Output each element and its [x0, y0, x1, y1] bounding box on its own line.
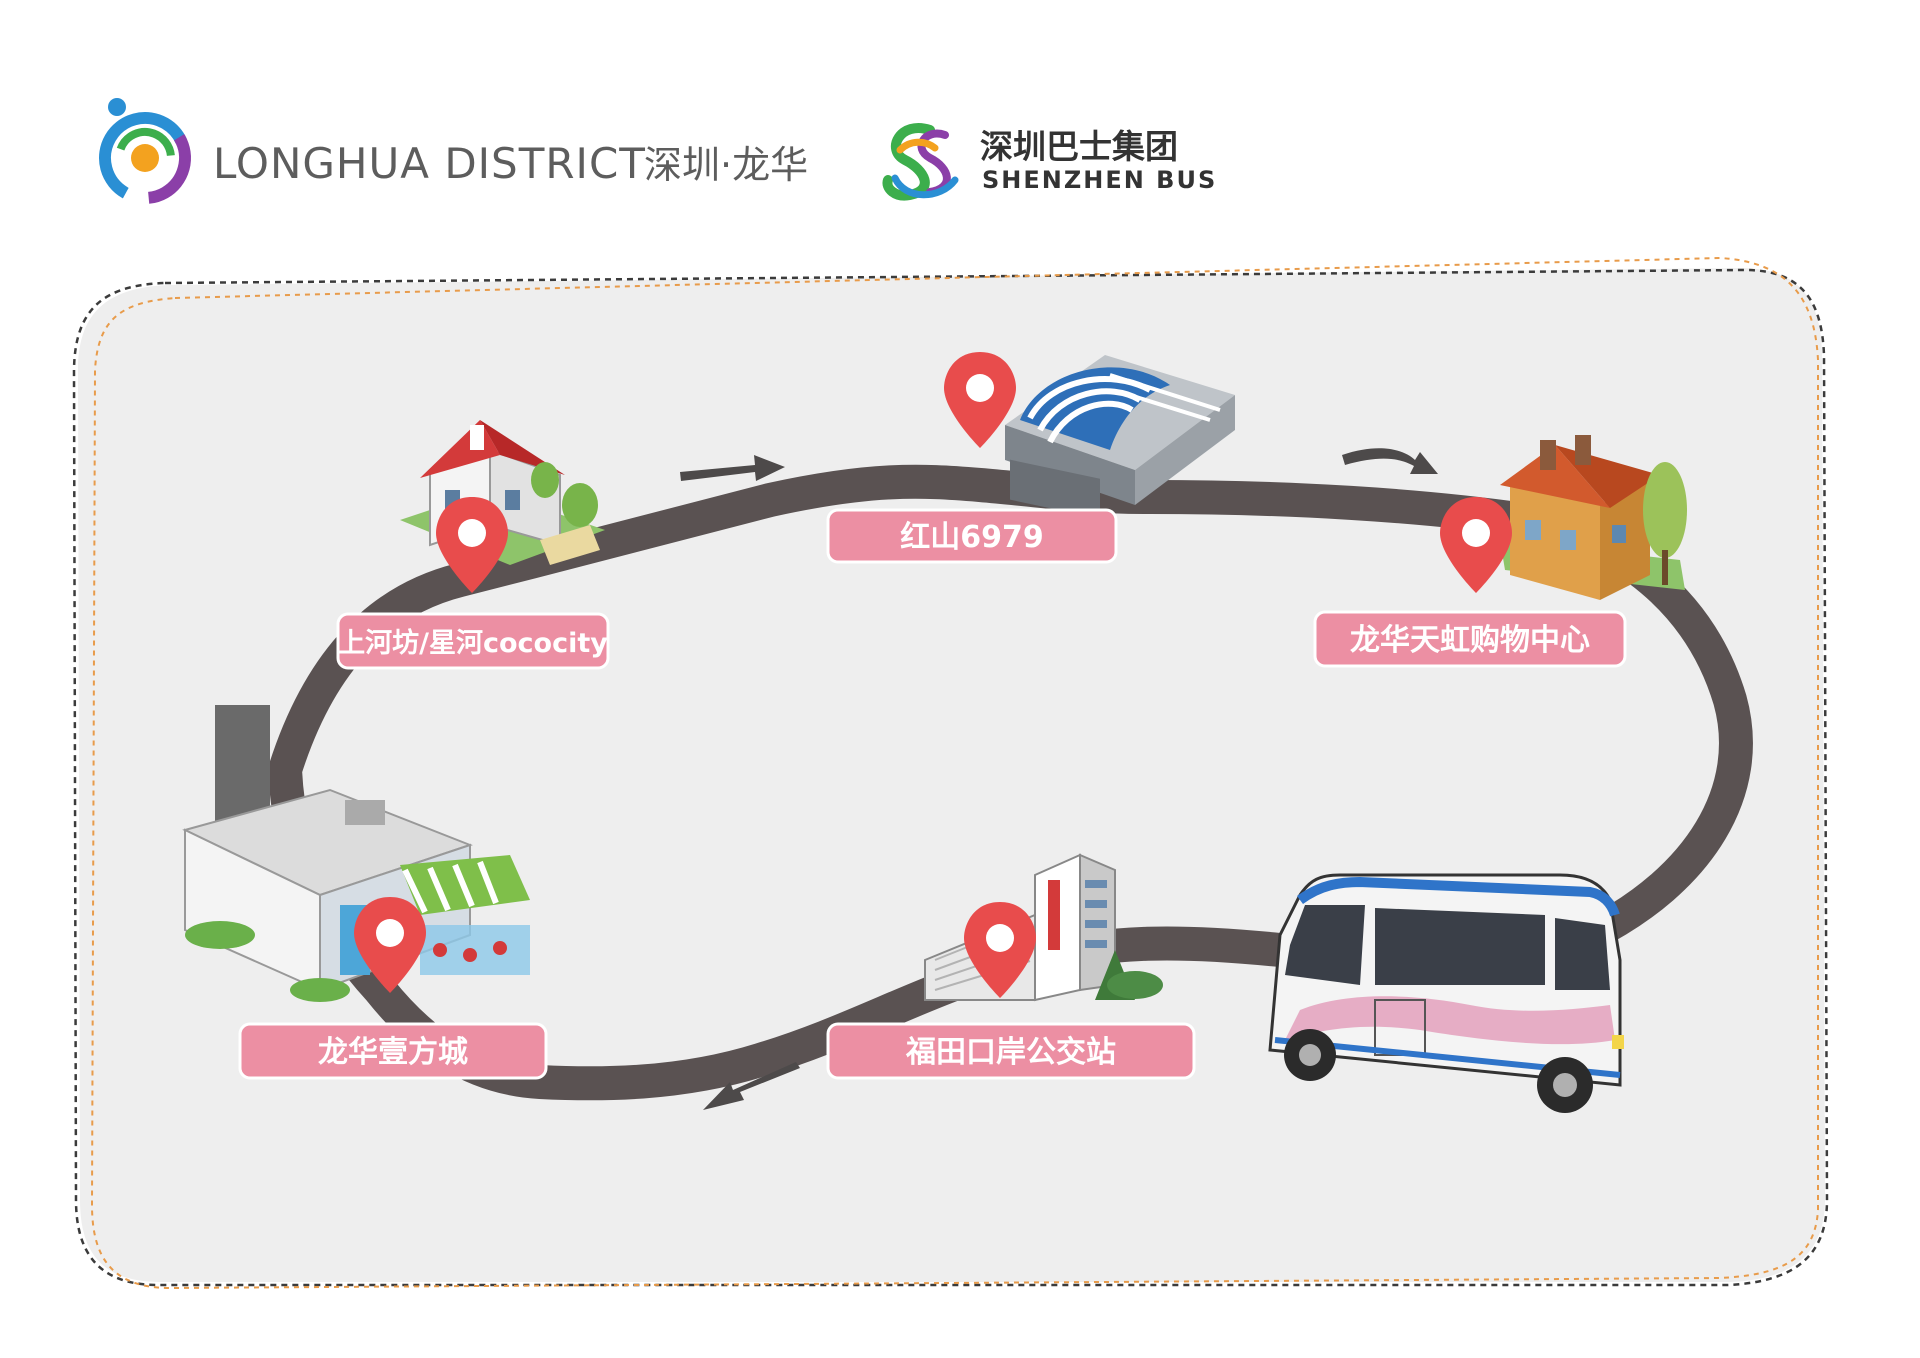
stop-futian-port[interactable]: 福田口岸公交站 — [826, 853, 1196, 1080]
direction-arrows — [680, 448, 1438, 1110]
district-chinese-name: 深圳·龙华 — [644, 143, 808, 187]
arrow-curve-right — [1342, 448, 1438, 474]
bus-company-english-name: SHENZHEN BUS — [982, 166, 1217, 194]
stop-hongshan[interactable]: 红山6979 — [826, 352, 1235, 564]
location-pin-icon — [436, 497, 508, 593]
panel-background — [78, 268, 1825, 1282]
stop-longhua-yifangcheng[interactable]: 龙华壹方城 — [182, 705, 548, 1080]
panel-border-orange — [90, 256, 1819, 1290]
shenzhen-bus-logo-icon — [882, 123, 959, 201]
longhua-district-logo-icon — [99, 98, 191, 204]
route-road — [268, 464, 1753, 1101]
shopping-building-icon — [1500, 435, 1687, 600]
stop-label-futian-port: 福田口岸公交站 — [826, 1022, 1196, 1080]
bus-company-chinese-name: 深圳巴士集团 — [980, 127, 1178, 166]
stop-label-hongshan: 红山6979 — [826, 508, 1118, 564]
train-station-icon — [1005, 355, 1235, 519]
svg-text:红山6979: 红山6979 — [900, 520, 1044, 555]
stop-label-longhua-yifangcheng: 龙华壹方城 — [238, 1022, 548, 1080]
svg-text:上河坊/星河cococity: 上河坊/星河cococity — [338, 628, 608, 659]
route-panel — [72, 256, 1829, 1290]
mall-icon — [182, 705, 530, 1002]
svg-text:福田口岸公交站: 福田口岸公交站 — [905, 1035, 1116, 1070]
location-pin-icon — [1440, 497, 1512, 593]
district-name: LONGHUA DISTRICT — [213, 139, 646, 188]
minibus-icon — [1268, 873, 1624, 1113]
longhua-district-logo: LONGHUA DISTRICT 深圳·龙华 — [99, 98, 808, 204]
arrow-left-bottom — [703, 1062, 800, 1110]
panel-border-dark — [72, 268, 1829, 1287]
svg-text:龙华天虹购物中心: 龙华天虹购物中心 — [1350, 623, 1590, 658]
stop-shanghefang[interactable]: 上河坊/星河cococity — [336, 420, 610, 670]
location-pin-icon — [944, 352, 1016, 448]
stop-longhua-tianhong[interactable]: 龙华天虹购物中心 — [1313, 435, 1687, 668]
stop-label-shanghefang: 上河坊/星河cococity — [336, 612, 610, 670]
location-pin-icon — [964, 902, 1036, 998]
shenzhen-bus-logo: 深圳巴士集团 SHENZHEN BUS — [882, 123, 1217, 201]
location-pin-icon — [354, 897, 426, 993]
stop-label-longhua-tianhong: 龙华天虹购物中心 — [1313, 610, 1627, 668]
arrow-right-top — [680, 455, 785, 481]
svg-text:龙华壹方城: 龙华壹方城 — [318, 1035, 468, 1070]
road-loop — [268, 464, 1753, 1101]
